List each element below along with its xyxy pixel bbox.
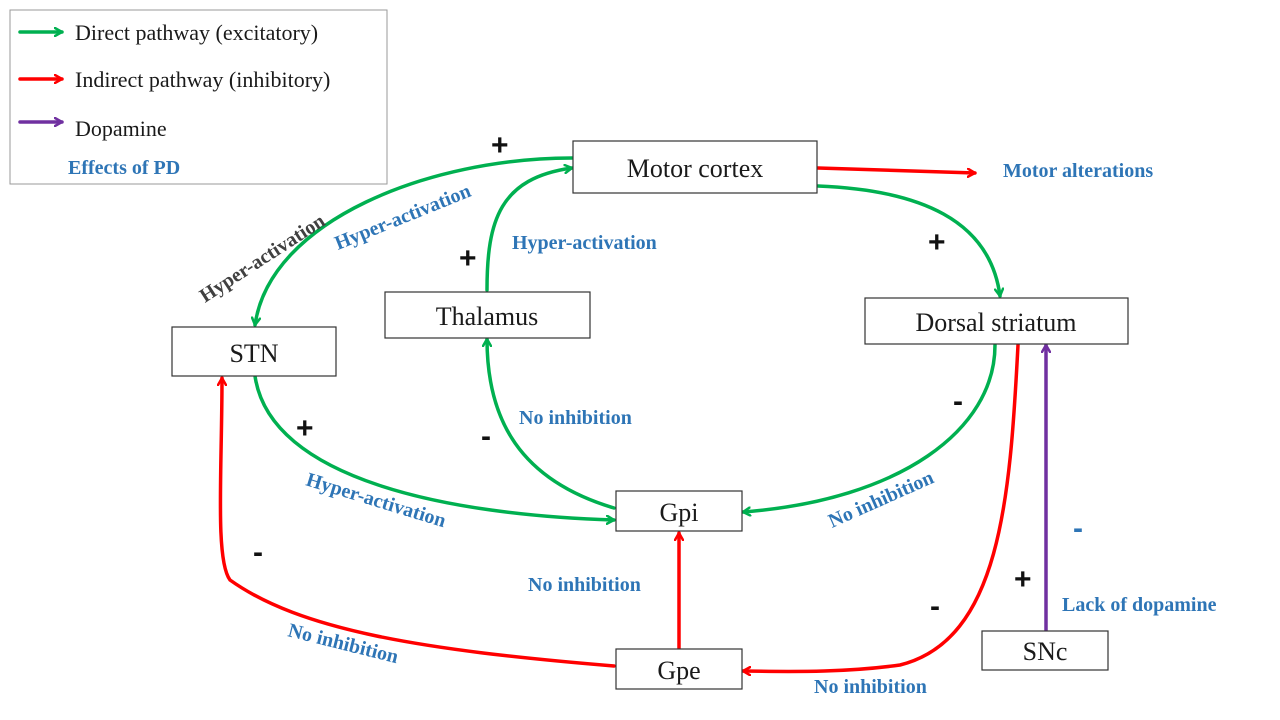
snc-label: SNc bbox=[1023, 637, 1068, 666]
node-motor-cortex: Motor cortex bbox=[572, 140, 818, 194]
sign-gpi-thalamus: - bbox=[481, 420, 491, 453]
edge-striatum-to-gpe bbox=[741, 343, 1020, 671]
label-hyper-thalamus-cortex: Hyper-activation bbox=[512, 232, 657, 254]
gpe-box bbox=[615, 648, 743, 690]
node-snc: SNc bbox=[981, 630, 1109, 671]
edge-cortex-to-stn bbox=[255, 156, 574, 327]
stn-box bbox=[171, 326, 337, 377]
motor-cortex-label: Motor cortex bbox=[627, 154, 763, 183]
legend: Direct pathway (excitatory) Indirect pat… bbox=[9, 9, 388, 185]
node-gpe: Gpe bbox=[615, 648, 743, 690]
dorsal-striatum-label: Dorsal striatum bbox=[915, 308, 1076, 337]
node-stn: STN bbox=[171, 326, 337, 377]
edge-cortex-to-striatum bbox=[816, 184, 1000, 298]
sign-cortex-stn: + bbox=[491, 129, 509, 162]
label-no-inhibition-striatum-gpi: No inhibition bbox=[825, 467, 937, 533]
sign-striatum-gpe: - bbox=[930, 590, 940, 623]
sign-striatum-gpi: - bbox=[953, 385, 963, 418]
node-gpi: Gpi bbox=[615, 490, 743, 532]
node-thalamus: Thalamus bbox=[384, 291, 591, 339]
sign-thalamus-cortex: + bbox=[459, 242, 477, 275]
label-no-inhibition-gpi-thalamus: No inhibition bbox=[519, 407, 632, 429]
snc-box bbox=[981, 630, 1109, 671]
gpi-label: Gpi bbox=[660, 498, 699, 527]
edge-gpi-to-thalamus bbox=[487, 337, 616, 510]
thalamus-box bbox=[384, 291, 591, 339]
stn-label: STN bbox=[229, 339, 278, 368]
edge-stn-to-gpi bbox=[253, 374, 616, 520]
legend-box bbox=[9, 9, 388, 185]
edge-striatum-to-gpi bbox=[741, 343, 997, 512]
dorsal-striatum-box bbox=[864, 297, 1129, 345]
gpi-box bbox=[615, 490, 743, 532]
edge-gpe-to-stn bbox=[220, 376, 616, 668]
label-motor-alterations: Motor alterations bbox=[1003, 160, 1153, 182]
gpe-label: Gpe bbox=[657, 656, 700, 685]
sign-snc-striatum-minus: - bbox=[1073, 512, 1083, 545]
label-hyper-stn-gpi: Hyper-activation bbox=[304, 469, 449, 532]
thalamus-label: Thalamus bbox=[436, 302, 539, 331]
sign-gpe-stn: - bbox=[253, 536, 263, 569]
label-no-inhibition-striatum-gpe: No inhibition bbox=[814, 676, 927, 698]
legend-effects-label: Effects of PD bbox=[68, 157, 180, 179]
label-lack-of-dopamine: Lack of dopamine bbox=[1062, 594, 1217, 616]
sign-stn-gpi: + bbox=[296, 412, 314, 445]
sign-cortex-striatum: + bbox=[928, 226, 946, 259]
node-dorsal-striatum: Dorsal striatum bbox=[864, 297, 1129, 345]
legend-dopamine-label: Dopamine bbox=[75, 116, 167, 141]
sign-snc-striatum-plus: + bbox=[1014, 563, 1032, 596]
edge-cortex-to-motor-alterations bbox=[816, 166, 977, 173]
label-hyper-cortex-stn-inner: Hyper-activation bbox=[332, 180, 474, 255]
legend-indirect-label: Indirect pathway (inhibitory) bbox=[75, 67, 330, 92]
edge-thalamus-to-cortex bbox=[485, 168, 574, 292]
motor-cortex-box bbox=[572, 140, 818, 194]
label-no-inhibition-gpe-gpi: No inhibition bbox=[528, 574, 641, 596]
legend-direct-label: Direct pathway (excitatory) bbox=[75, 20, 318, 45]
label-hyper-cortex-stn-outer: Hyper-activation bbox=[196, 210, 329, 307]
